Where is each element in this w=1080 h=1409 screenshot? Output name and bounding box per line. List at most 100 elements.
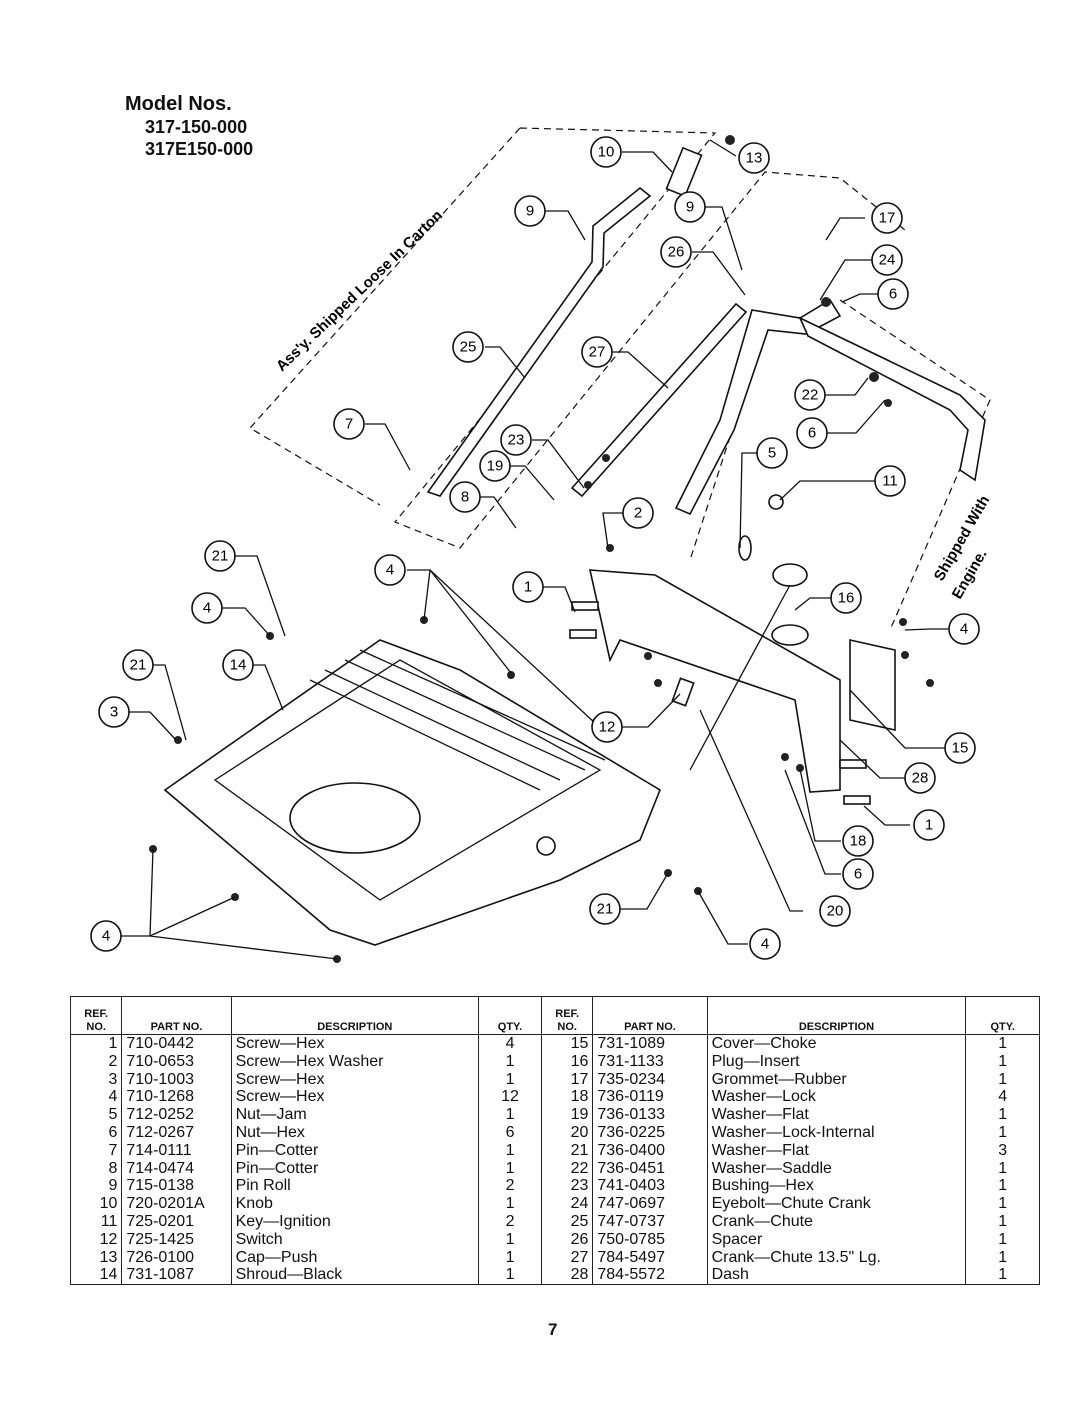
part-no-cell: 735-0234: [592, 1070, 708, 1089]
callout-7: 7: [333, 408, 365, 440]
header-qty: QTY.: [965, 996, 1040, 1035]
part-no-cell: 710-1268: [121, 1088, 232, 1107]
description-cell: Screw—Hex: [230, 1070, 480, 1089]
description-cell: Knob: [230, 1195, 480, 1213]
part-no-cell: 725-0201: [121, 1212, 232, 1231]
qty-cell: 1: [478, 1266, 542, 1286]
svg-text:4: 4: [761, 936, 769, 953]
qty-cell: 2: [478, 1177, 542, 1196]
description-cell: Crank—Chute: [706, 1212, 967, 1231]
part-no-cell: 747-0737: [592, 1212, 708, 1231]
description-cell: Grommet—Rubber: [706, 1070, 967, 1089]
part-no-cell: 750-0785: [592, 1230, 708, 1249]
description-cell: Washer—Saddle: [706, 1159, 967, 1178]
part-no-cell: 741-0403: [592, 1177, 708, 1196]
svg-text:4: 4: [203, 600, 211, 617]
qty-cell: 1: [478, 1159, 542, 1178]
description-cell: Eyebolt—Chute Crank: [706, 1195, 967, 1213]
callout-6: 6: [877, 278, 909, 310]
leader-lines: [120, 139, 950, 960]
description-cell: Washer—Lock-Internal: [706, 1123, 967, 1142]
callout-1: 1: [913, 809, 945, 841]
svg-text:18: 18: [850, 833, 867, 850]
svg-text:3: 3: [110, 704, 118, 721]
callout-27: 27: [581, 336, 613, 368]
choke-cover-part: [849, 639, 896, 731]
svg-text:4: 4: [102, 928, 110, 945]
description-cell: Screw—Hex: [230, 1088, 480, 1107]
callout-15: 15: [944, 732, 976, 764]
description-cell: Key—Ignition: [230, 1212, 480, 1231]
model-number-2: 317E150-000: [145, 139, 254, 159]
callout-21: 21: [589, 893, 621, 925]
chute-crank-13-5-part: [570, 302, 748, 498]
svg-text:12: 12: [599, 719, 616, 736]
svg-text:9: 9: [526, 203, 534, 220]
parts-table-header: REF. NO. PART NO. DESCRIPTION QTY. REF. …: [69, 996, 1040, 1035]
description-cell: Bushing—Hex: [706, 1177, 967, 1196]
svg-text:26: 26: [668, 244, 685, 261]
description-cell: Crank—Chute 13.5" Lg.: [706, 1248, 967, 1267]
model-header: Model Nos. 317-150-000 317E150-000: [105, 92, 355, 160]
svg-text:20: 20: [827, 903, 844, 920]
ref-no-cell: 3: [69, 1070, 123, 1089]
qty-cell: 1: [965, 1177, 1040, 1196]
grommet-part: [772, 563, 808, 587]
dash-tube-part: [798, 316, 986, 482]
callout-28: 28: [904, 762, 936, 794]
part-no-cell: 710-0442: [121, 1034, 232, 1053]
ref-no-cell: 27: [540, 1248, 594, 1267]
description-cell: Screw—Hex Washer: [230, 1052, 480, 1071]
chute-crank-part: [426, 186, 652, 497]
ref-no-cell: 23: [540, 1177, 594, 1196]
svg-text:4: 4: [386, 562, 394, 579]
shroud-part: [163, 639, 661, 946]
svg-text:6: 6: [889, 286, 897, 303]
qty-cell: 1: [478, 1052, 542, 1071]
qty-cell: 1: [965, 1052, 1040, 1071]
qty-cell: 1: [478, 1141, 542, 1160]
ref-no-cell: 1: [69, 1034, 123, 1053]
qty-cell: 1: [965, 1106, 1040, 1124]
description-cell: Cover—Choke: [706, 1034, 967, 1053]
ref-no-cell: 21: [540, 1141, 594, 1160]
description-cell: Plug—Insert: [706, 1052, 967, 1071]
qty-cell: 1: [478, 1070, 542, 1089]
svg-text:22: 22: [802, 387, 819, 404]
callout-22: 22: [794, 379, 826, 411]
qty-cell: 1: [965, 1034, 1040, 1053]
description-cell: Washer—Flat: [706, 1141, 967, 1160]
part-no-cell: 715-0138: [121, 1177, 232, 1196]
knob-part: [665, 146, 703, 198]
qty-cell: 1: [478, 1195, 542, 1213]
callout-24: 24: [871, 244, 903, 276]
part-no-cell: 714-0111: [121, 1141, 232, 1160]
callout-21: 21: [204, 540, 236, 572]
svg-text:11: 11: [882, 473, 898, 490]
callout-19: 19: [479, 450, 511, 482]
callout-4: 4: [90, 920, 122, 952]
qty-cell: 2: [478, 1212, 542, 1231]
ref-no-cell: 20: [540, 1123, 594, 1142]
part-no-cell: 731-1089: [592, 1034, 708, 1053]
ref-no-cell: 4: [69, 1088, 123, 1107]
callout-13: 13: [738, 142, 770, 174]
ref-no-cell: 26: [540, 1230, 594, 1249]
crank-bracket-part: [674, 298, 842, 516]
header-description: DESCRIPTION: [706, 996, 967, 1035]
ref-no-cell: 22: [540, 1159, 594, 1178]
description-cell: Nut—Hex: [230, 1123, 480, 1142]
svg-text:21: 21: [212, 548, 229, 565]
part-no-cell: 712-0267: [121, 1123, 232, 1142]
callout-11: 11: [874, 465, 906, 497]
callout-12: 12: [591, 711, 623, 743]
ref-no-cell: 6: [69, 1123, 123, 1142]
callout-4: 4: [191, 592, 223, 624]
qty-cell: 1: [478, 1248, 542, 1267]
svg-text:16: 16: [838, 590, 855, 607]
ref-no-cell: 7: [69, 1141, 123, 1160]
